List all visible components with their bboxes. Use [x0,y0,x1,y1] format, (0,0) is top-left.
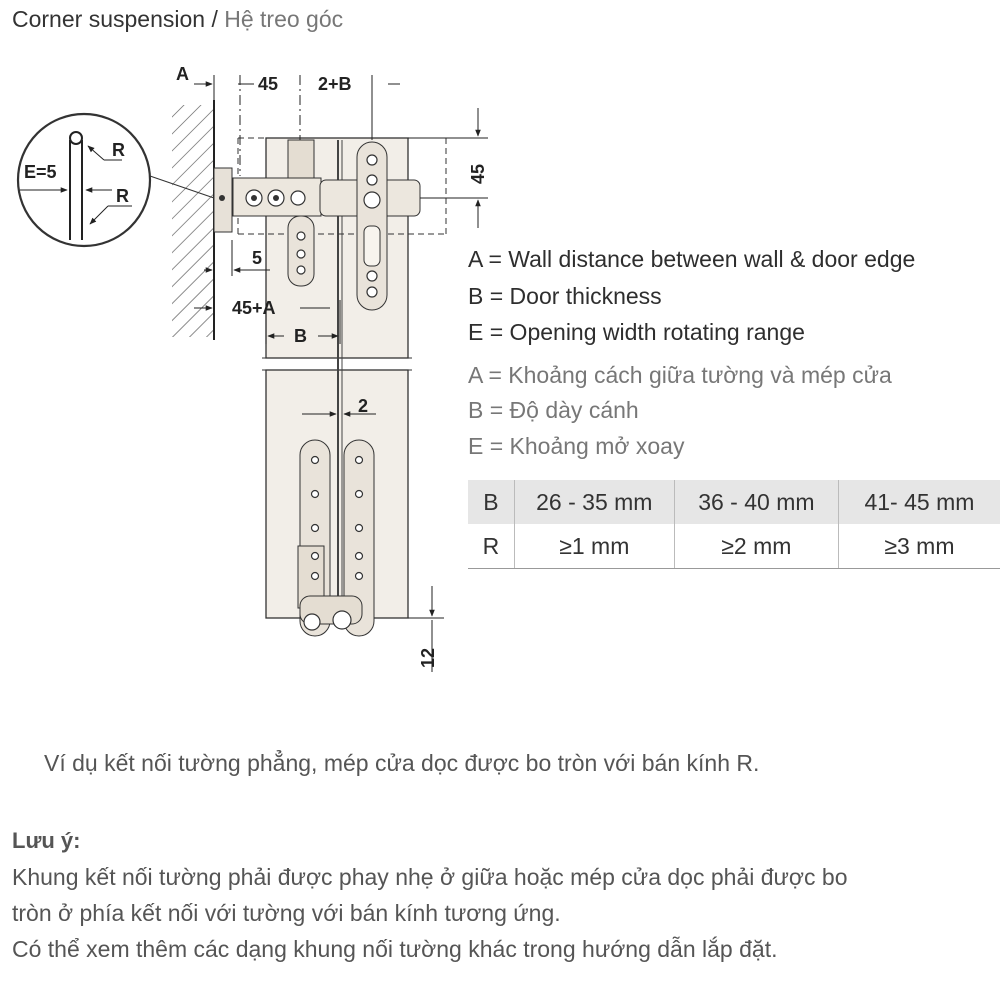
legend-vi-a: A = Khoảng cách giữa tường và mép cửa [468,362,892,388]
table-row: R ≥1 mm ≥2 mm ≥3 mm [468,524,1000,569]
dim-label-2: 2 [358,396,368,416]
title-separator: / [205,6,225,32]
dim-label-2b: 2+B [318,74,352,94]
note-line-2: tròn ở phía kết nối với tường với bán kí… [12,900,561,926]
bottom-hinge-assembly [297,439,375,637]
dim-label-45-side: 45 [468,164,488,184]
table-header-row: B 26 - 35 mm 36 - 40 mm 41- 45 mm [468,480,1000,524]
wall [172,100,215,340]
dim-label-45a: 45+A [232,298,276,318]
caption: Ví dụ kết nối tường phẳng, mép cửa dọc đ… [44,750,760,776]
table-cell: 41- 45 mm [838,480,1000,524]
legend-vi-b: B = Độ dày cánh [468,397,639,423]
table-cell: 36 - 40 mm [674,480,839,524]
dim-label-b: B [294,326,307,346]
technical-drawing: A 45 2+B 45 5 45+A B 2 12 E=5 R R [16,64,488,672]
table-cell: ≥1 mm [514,524,675,569]
dim-label-a: A [176,64,189,84]
title-en: Corner suspension [12,6,206,32]
table-cell: R [468,524,515,569]
radius-table: B 26 - 35 mm 36 - 40 mm 41- 45 mm R ≥1 m… [468,480,1000,569]
top-hinge-assembly [213,139,421,311]
page-title: Corner suspension / Hệ treo góc [12,6,343,33]
detail-circle [16,112,215,248]
detail-label-e: E=5 [24,162,57,182]
legend-en-a: A = Wall distance between wall & door ed… [468,246,916,272]
legend-vi-e: E = Khoảng mở xoay [468,433,685,459]
note-line-1: Khung kết nối tường phải được phay nhẹ ở… [12,864,848,890]
dim-label-12: 12 [418,648,438,668]
detail-label-r1: R [112,140,125,160]
legend-en-e: E = Opening width rotating range [468,319,805,345]
table-cell: 26 - 35 mm [514,480,675,524]
dim-label-45-top: 45 [258,74,278,94]
detail-label-r2: R [116,186,129,206]
note-line-3: Có thể xem thêm các dạng khung nối tường… [12,936,778,962]
table-cell: B [468,480,515,524]
dimension-lines [194,75,488,672]
title-vi: Hệ treo góc [224,6,344,32]
dim-label-5: 5 [252,248,262,268]
table-cell: ≥3 mm [838,524,1000,569]
table-cell: ≥2 mm [674,524,839,569]
legend-en-b: B = Door thickness [468,283,662,309]
note-title: Lưu ý: [12,828,81,853]
